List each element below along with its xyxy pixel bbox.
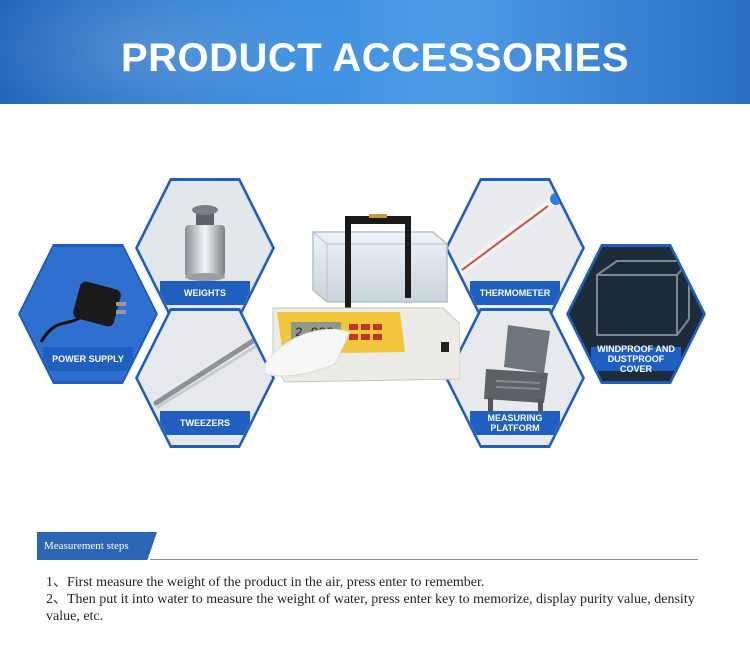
thermometer-label: THERMOMETER <box>470 281 560 305</box>
accessories-stage: POWER SUPPLY WEIGHTS <box>0 104 750 524</box>
power-supply-label: POWER SUPPLY <box>43 347 133 371</box>
accessory-thermometer: THERMOMETER <box>445 178 585 318</box>
tweezers-label: TWEEZERS <box>160 411 250 435</box>
measurement-steps-text: 1、First measure the weight of the produc… <box>46 574 706 625</box>
accessory-weights: WEIGHTS <box>135 178 275 318</box>
density-meter-device: 2.000 <box>264 212 461 389</box>
page-title: PRODUCT ACCESSORIES <box>120 36 630 80</box>
weights-label: WEIGHTS <box>160 281 250 305</box>
measurement-steps-header: Measurement steps <box>37 532 157 560</box>
accessory-power-supply: POWER SUPPLY <box>18 244 158 384</box>
accessory-tweezers: TWEEZERS <box>135 308 275 448</box>
divider-line <box>150 559 698 560</box>
density-meter-illustration: 2.000 <box>264 212 461 383</box>
step-item: 1、First measure the weight of the produc… <box>46 575 485 590</box>
title-banner: PRODUCT ACCESSORIES <box>0 0 750 104</box>
step-item: 2、Then put it into water to measure the … <box>46 592 695 624</box>
